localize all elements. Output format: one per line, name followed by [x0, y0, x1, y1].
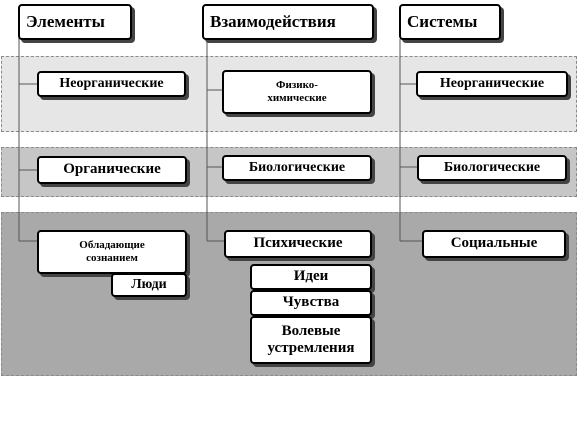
header-interactions: Взаимодействия	[202, 4, 374, 40]
interaction-psychic: Психические	[224, 230, 372, 258]
header-systems: Системы	[399, 4, 501, 40]
interaction-physchem: Физико-химические	[222, 70, 372, 114]
interaction-will: Волевые устремления	[250, 316, 372, 364]
system-social: Социальные	[422, 230, 566, 258]
interaction-feelings: Чувства	[250, 290, 372, 316]
element-inorganic: Неорганические	[37, 71, 186, 97]
interaction-biological: Биологические	[222, 155, 372, 181]
system-biological: Биологические	[417, 155, 567, 181]
element-organic: Органические	[37, 156, 187, 184]
element-people: Люди	[111, 273, 187, 297]
header-elements: Элементы	[18, 4, 132, 40]
element-conscious: Обладающие сознанием	[37, 230, 187, 274]
interaction-ideas: Идеи	[250, 264, 372, 290]
system-inorganic: Неорганические	[416, 71, 568, 97]
